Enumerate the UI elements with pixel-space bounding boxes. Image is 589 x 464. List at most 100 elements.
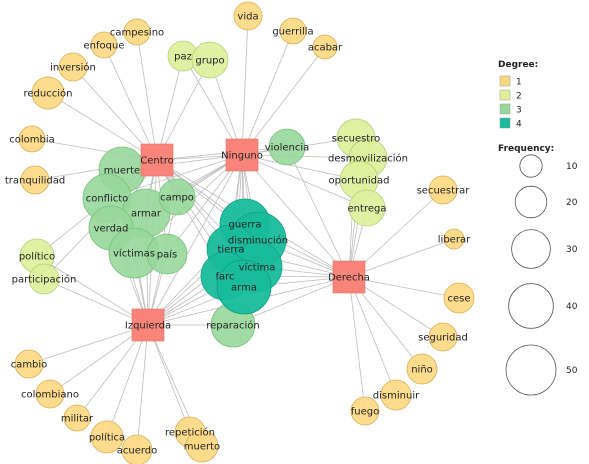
node-label-inversion: inversión (50, 62, 96, 74)
node-colombiano (35, 379, 65, 409)
node-pais (146, 233, 188, 275)
node-campesino (123, 18, 151, 46)
edge-ninguno-guerrilla (241, 30, 294, 156)
edge-ninguno-derecha (241, 154, 350, 278)
node-label-muerte: muerte (104, 166, 140, 177)
node-participacion (28, 263, 60, 295)
edge-izquierda-acuerdo (136, 324, 149, 451)
node-label-enfoque: enfoque (84, 41, 125, 52)
edge-derecha-cese (348, 276, 460, 299)
node-label-desmovilizacion: desmovilización (328, 153, 408, 165)
node-seguridad (428, 322, 458, 352)
node-enfoque (90, 31, 118, 59)
edge-izquierda-repeticion (147, 324, 191, 433)
edge-centro-grupo (156, 59, 211, 161)
edge-derecha-violencia (286, 146, 350, 278)
node-label-reduccion: reducción (24, 88, 73, 100)
edge-ninguno-paz (182, 55, 243, 156)
node-label-grupo: grupo (195, 56, 224, 67)
edge-ninguno-entrega (241, 154, 368, 209)
node-label-cese: cese (447, 294, 470, 305)
frequency-label-10: 10 (566, 162, 578, 172)
node-acabar (312, 34, 338, 60)
node-label-seguridad: seguridad (418, 333, 468, 344)
node-label-disminuir: disminuir (373, 391, 420, 402)
node-grupo (191, 41, 229, 79)
hub-derecha (332, 260, 366, 294)
node-label-tierra: tierra (217, 245, 244, 256)
node-label-pais: país (157, 249, 177, 261)
edge-centro-violencia (156, 146, 288, 161)
node-label-cambio: cambio (11, 360, 48, 371)
node-entrega (348, 189, 386, 227)
node-acuerdo (121, 434, 153, 464)
edge-centro-reduccion (47, 92, 158, 161)
node-reduccion (31, 76, 65, 110)
degree-label-1: 1 (516, 78, 522, 88)
degree-label-4: 4 (516, 120, 522, 130)
node-campo (158, 178, 196, 216)
edge-derecha-fuego (348, 276, 366, 412)
node-politica (90, 420, 124, 454)
node-label-colombiano: colombiano (21, 390, 79, 401)
node-label-participacion: participación (12, 274, 77, 286)
frequency-legend-title: Frequency: (498, 144, 554, 154)
node-label-armar: armar (131, 209, 162, 220)
nodes-layer (14, 1, 475, 464)
node-label-colombia: colombia (9, 135, 55, 146)
degree-swatch-1 (499, 75, 511, 87)
degree-label-3: 3 (516, 106, 522, 116)
node-label-politico: político (19, 251, 55, 263)
degree-label-2: 2 (516, 92, 522, 102)
node-label-liberar: liberar (438, 235, 471, 246)
hub-label-ninguno: Ninguno (221, 151, 263, 162)
node-vida (233, 1, 263, 31)
edge-ninguno-vida (241, 15, 249, 156)
node-label-entrega: entrega (348, 204, 387, 215)
node-militar (63, 404, 91, 432)
edge-derecha-liberar (348, 238, 455, 278)
node-label-secuestrar: secuestrar (417, 186, 471, 197)
hub-centro (140, 143, 174, 177)
node-disminuir (380, 379, 412, 411)
node-label-victimas: víctimas (113, 248, 155, 260)
frequency-label-50: 50 (566, 366, 578, 376)
node-inversion (58, 52, 88, 82)
node-label-paz: paz (174, 52, 192, 63)
node-label-guerrilla: guerrilla (272, 27, 313, 38)
node-label-secuestro: secuestro (332, 134, 381, 145)
node-muerto (185, 429, 219, 463)
node-label-conflicto: conflicto (86, 194, 129, 205)
node-label-repeticion: repetición (165, 427, 215, 439)
node-label-politica: política (89, 432, 125, 444)
degree-swatch-2 (499, 89, 511, 101)
frequency-circle-40 (508, 283, 554, 329)
node-label-arma: arma (231, 283, 257, 294)
edge-ninguno-pais (166, 154, 243, 255)
edge-centro-campesino (136, 31, 158, 161)
node-label-acabar: acabar (308, 43, 343, 54)
frequency-circle-10 (519, 154, 543, 178)
hub-label-centro: Centro (140, 156, 173, 167)
node-label-victima: víctima (239, 262, 276, 274)
node-fuego (350, 396, 380, 426)
frequency-label-20: 20 (566, 198, 578, 208)
edge-ninguno-desmovilizacion (241, 154, 369, 159)
frequency-label-30: 30 (566, 245, 578, 255)
node-colombia (18, 125, 46, 153)
node-label-oportunidad: oportunidad (329, 176, 390, 187)
node-label-tranquilidad: tranquilidad (5, 176, 65, 187)
node-nino (406, 353, 438, 385)
edge-centro-enfoque (103, 44, 158, 161)
degree-swatch-4 (499, 117, 511, 129)
edge-izquierda-participacion (43, 278, 149, 326)
frequency-label-40: 40 (566, 302, 578, 312)
node-label-reparacion: reparación (206, 320, 260, 332)
edge-centro-paz (156, 55, 184, 161)
node-violencia (268, 128, 306, 166)
node-label-militar: militar (61, 414, 94, 425)
labels-layer: campesinoenfoqueinversiónreduccióncolomb… (5, 12, 471, 457)
node-label-farc: farc (215, 272, 234, 283)
hub-label-derecha: Derecha (328, 273, 370, 284)
